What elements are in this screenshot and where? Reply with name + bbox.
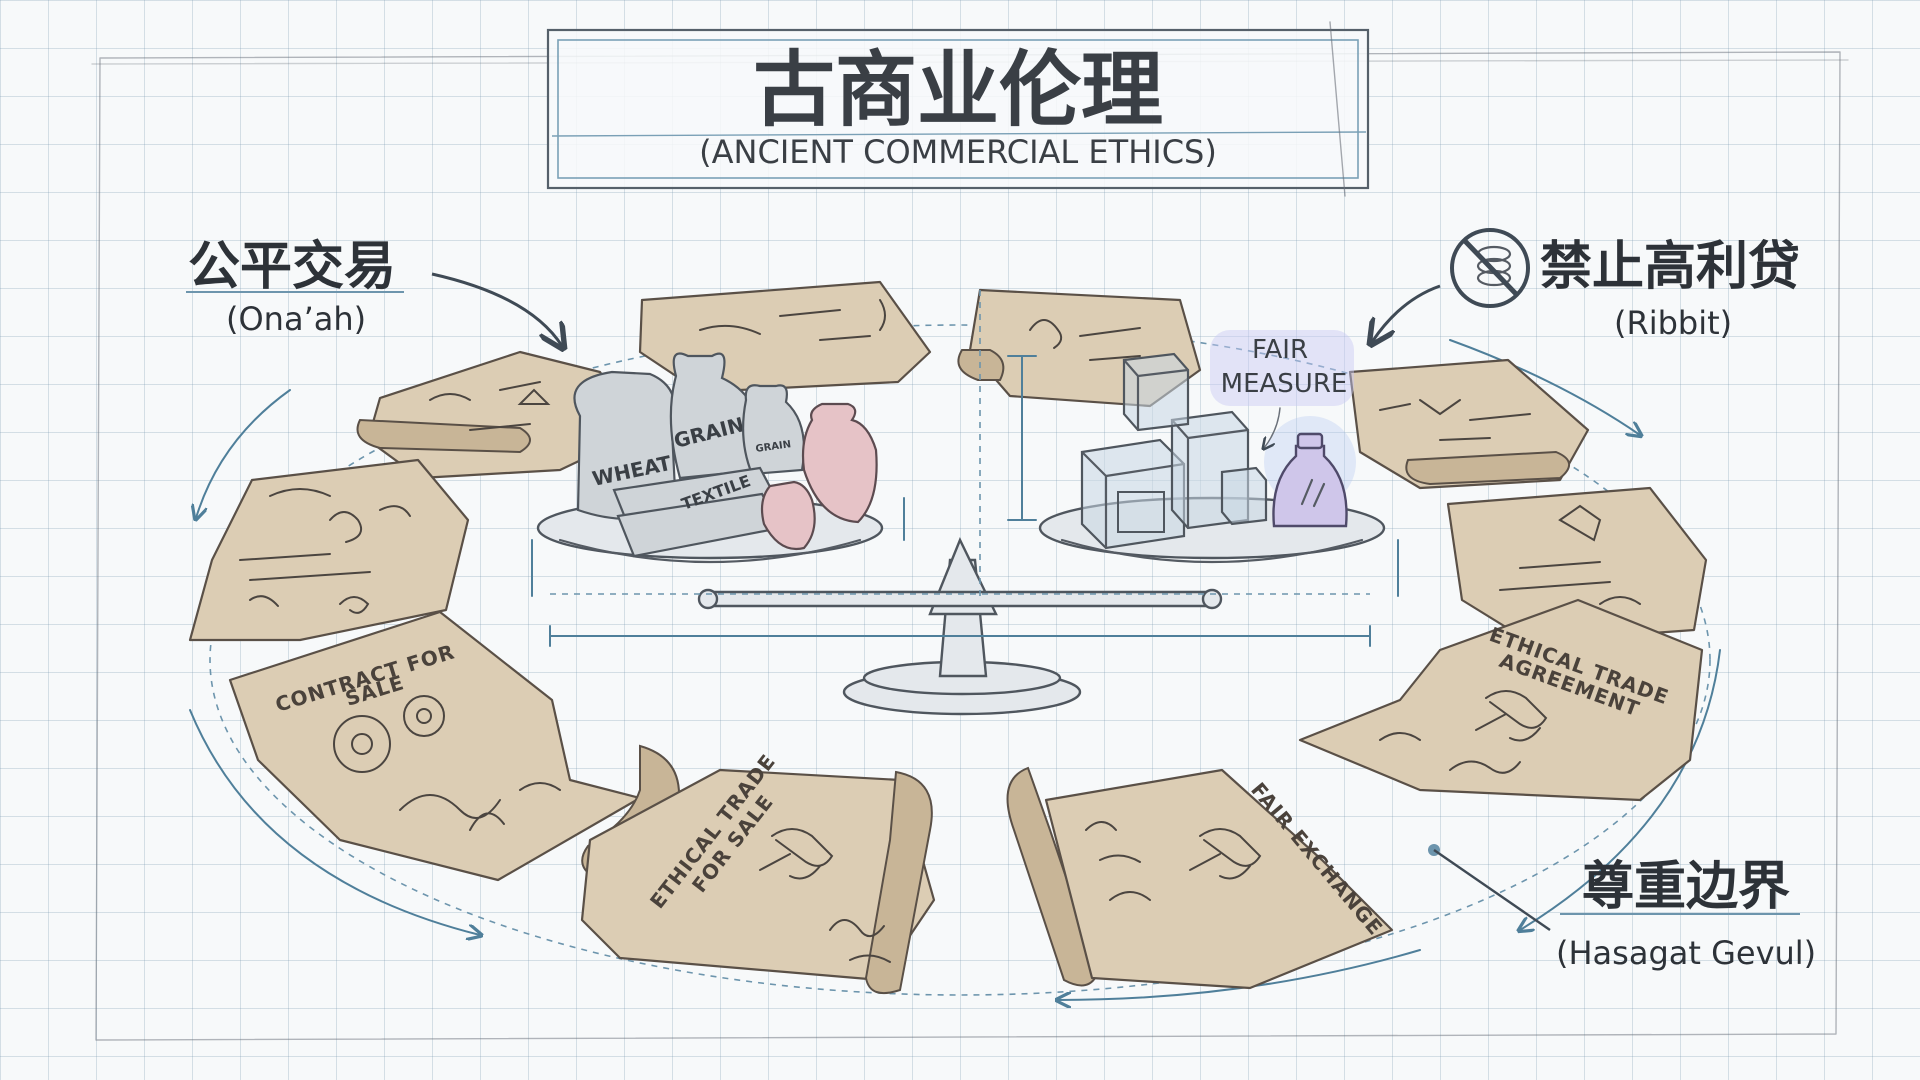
measure-cube-large <box>1080 438 1186 550</box>
boundaries-leader <box>1433 849 1551 931</box>
scroll-ethical-trade-agreement: ETHICAL TRADE AGREEMENT <box>1298 598 1704 802</box>
goods-left: WHEAT GRAIN GRAIN TEXTILE <box>573 352 878 558</box>
goods-right: FAIR MEASURE <box>1080 330 1356 550</box>
scale-base <box>842 537 1082 716</box>
title-subtitle: (ANCIENT COMMERCIAL ETHICS) <box>699 133 1217 171</box>
scroll-right-middle <box>1446 486 1708 644</box>
title-box: 古商业伦理 (ANCIENT COMMERCIAL ETHICS) <box>546 21 1370 197</box>
orbit-ellipse <box>189 324 1721 1000</box>
pottery <box>760 402 878 551</box>
measure-cube-small <box>1220 466 1268 526</box>
title-main: 古商业伦理 <box>753 43 1163 138</box>
handshake-icon <box>1189 828 1262 880</box>
grain-small-label: GRAIN <box>755 439 792 455</box>
no-usury-icon <box>1450 228 1530 308</box>
grain-sack: GRAIN <box>669 352 763 480</box>
gears-icon <box>333 695 445 773</box>
balance-scale: WHEAT GRAIN GRAIN TEXTILE <box>531 290 1399 716</box>
label-no-usury: 禁止高利贷 (Ribbit) <box>1372 228 1800 342</box>
fair-measure-line-2: MEASURE <box>1221 369 1348 399</box>
boundaries-en: (Hasagat Gevul) <box>1556 934 1816 972</box>
no-usury-zh: 禁止高利贷 <box>1540 237 1800 297</box>
label-boundaries: 尊重边界 (Hasagat Gevul) <box>1428 844 1816 972</box>
measure-cube-top <box>1122 352 1190 432</box>
label-fair-trade: 公平交易 (Ona’ah) <box>186 237 562 346</box>
scroll-fair-exchange: FAIR EXCHANGE <box>1006 766 1394 990</box>
scroll-ethical-trade-sale: ETHICAL TRADE FOR SALE <box>580 749 936 994</box>
handshake-icon <box>759 828 834 880</box>
boundaries-zh: 尊重边界 <box>1582 857 1790 917</box>
fair-measure-line-1: FAIR <box>1252 335 1308 365</box>
fair-trade-arrow <box>431 272 562 346</box>
fair-trade-zh: 公平交易 <box>188 237 396 297</box>
scroll-right-upper <box>1348 358 1590 490</box>
textile-bundle: TEXTILE <box>612 466 782 558</box>
no-usury-en: (Ribbit) <box>1614 304 1732 342</box>
handshake-icon <box>1475 690 1548 742</box>
weight-icon <box>1264 416 1356 528</box>
scroll-top-left <box>356 350 642 480</box>
scroll-left-upper <box>188 458 470 642</box>
no-usury-arrow <box>1372 284 1441 342</box>
measure-lines <box>531 290 1399 647</box>
grain-sack-small: GRAIN <box>742 384 806 476</box>
fair-trade-en: (Ona’ah) <box>226 300 366 338</box>
fair-measure-callout: FAIR MEASURE <box>1210 330 1354 448</box>
scroll-contract-for-sale: CONTRACT FOR SALE <box>228 610 680 882</box>
